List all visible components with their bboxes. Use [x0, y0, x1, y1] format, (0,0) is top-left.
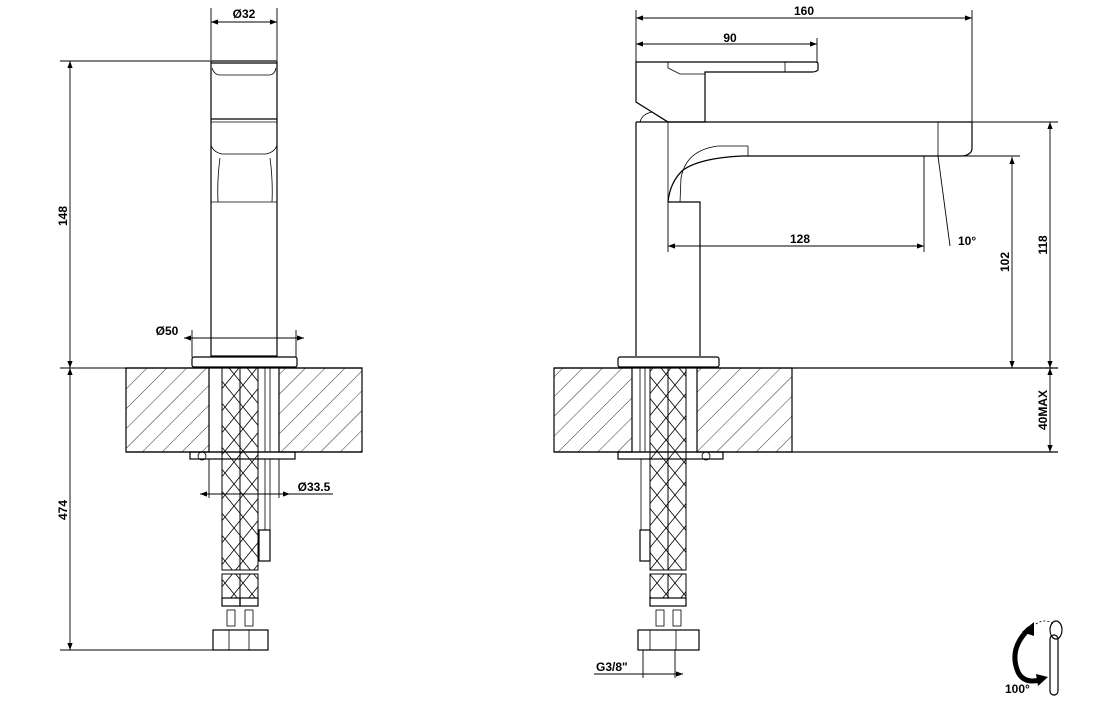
height-148-label: 148 [56, 206, 70, 226]
spout-diameter-label: Ø32 [233, 7, 256, 21]
hex-nut [212, 629, 269, 651]
overall-height-label: 118 [1036, 235, 1050, 255]
spout [635, 121, 973, 356]
countertop-section-left [125, 367, 210, 453]
spout-reach-label: 128 [790, 232, 810, 246]
base-flange [191, 356, 298, 368]
lever-handle [635, 61, 819, 123]
spout-angle-label: 10° [958, 234, 976, 248]
hose-length-label: 474 [56, 500, 70, 520]
fixing-rod [258, 529, 271, 562]
countertop-section-left-side [553, 367, 633, 453]
max-deck-thickness-label: 40MAX [1036, 390, 1050, 430]
hose-2 [239, 367, 259, 571]
base-flange-side [617, 356, 720, 368]
hex-nut-side [637, 629, 700, 651]
outlet-height-label: 102 [998, 252, 1012, 272]
overall-reach-label: 160 [794, 4, 814, 18]
connection-thread-label: G3/8" [596, 660, 628, 674]
countertop-section-right [278, 367, 363, 453]
flange-diameter-label: Ø50 [156, 324, 179, 338]
rotation-angle-label: 100° [1005, 682, 1030, 696]
hole-diameter-label: Ø33.5 [298, 480, 331, 494]
lever-length-label: 90 [723, 31, 737, 45]
lever-rotation-icon: 100° [1005, 620, 1063, 696]
front-view: Ø32 148 474 Ø50 Ø33.5 [56, 7, 363, 651]
hose-1 [221, 367, 241, 571]
tap-body [210, 60, 278, 357]
countertop-section-right-side [696, 367, 793, 453]
side-view: 160 90 128 10° 102 118 40MAX G3/8" [553, 4, 1058, 678]
